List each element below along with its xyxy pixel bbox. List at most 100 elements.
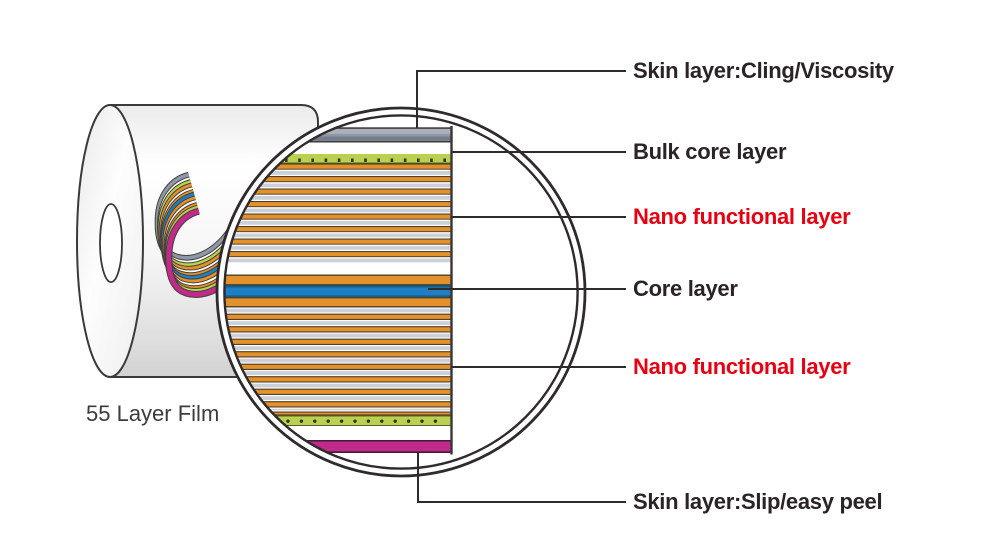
label-bulk-core: Bulk core layer [633, 139, 787, 164]
stripe-edge [223, 400, 452, 402]
green-tick [417, 158, 420, 162]
stripe-edge [223, 350, 452, 352]
stripe-edge [223, 244, 452, 246]
stripe-white [223, 426, 452, 440]
stripe-edge [223, 193, 452, 195]
stripe-fill [223, 415, 452, 426]
stripe-edge [223, 406, 452, 408]
stripe-fill [223, 338, 452, 345]
stripe-edge [223, 375, 452, 377]
stripe-fill [223, 382, 452, 389]
green-dot [259, 419, 263, 423]
stripe-blue [223, 285, 452, 297]
green-tick [351, 158, 354, 162]
stripe-fill [223, 345, 452, 352]
green-dot [366, 419, 371, 423]
stripe-fill [223, 376, 452, 383]
stripe-silver [223, 244, 452, 251]
stripe-fill [223, 226, 452, 233]
green-tick [311, 158, 314, 162]
magnifier [215, 106, 587, 478]
green-dot [380, 419, 384, 423]
stripe-fill [223, 274, 452, 286]
stripe-edge [223, 162, 452, 164]
stripe-silver [223, 345, 452, 352]
leader-lines [416, 70, 626, 503]
leader-line-skin-slip [417, 453, 626, 503]
stripe-edge [223, 194, 452, 196]
stripe-fill [223, 213, 452, 220]
green-dot [232, 419, 237, 423]
stripe-edge [223, 201, 452, 203]
stripe-orange [223, 338, 452, 345]
stripe-fill [223, 182, 452, 189]
stripe-fill [223, 440, 452, 453]
stripe-edge [223, 224, 452, 226]
green-dot [353, 419, 357, 423]
stripe-edge [223, 274, 452, 276]
stripe-orange [223, 176, 452, 183]
stripe-fill [223, 313, 452, 320]
stripe-edge [223, 338, 452, 340]
stripe-silver [223, 219, 452, 226]
stripe-edge [223, 237, 452, 239]
green-dot [326, 419, 330, 423]
stripe-orange [223, 351, 452, 358]
stripe-edge [223, 362, 452, 364]
green-tick [324, 158, 328, 162]
stripe-edge [223, 320, 452, 322]
magnifier-outer-ring [215, 106, 587, 478]
stripe-orange [223, 388, 452, 395]
stripe-edge [223, 251, 452, 253]
stripe-edge [223, 231, 452, 233]
stripe-edge [223, 188, 452, 190]
stripe-silver [223, 407, 452, 412]
stripe-edge [223, 414, 452, 416]
stripe-silver [223, 182, 452, 189]
stripe-edge [223, 256, 452, 258]
stripe-orange [223, 188, 452, 195]
stripe-fill [223, 320, 452, 327]
stripe-orange [223, 213, 452, 220]
stripe-edge [223, 219, 452, 221]
stripe-edge [223, 181, 452, 183]
stripe-fill [223, 232, 452, 239]
stripe-magenta [223, 440, 452, 453]
stripe-edge [223, 387, 452, 389]
stripe-edge [223, 325, 452, 327]
green-dot [406, 419, 411, 423]
leader-line-skin-cling [416, 70, 626, 128]
stripe-orange [223, 376, 452, 383]
green-dot [219, 419, 222, 422]
stripe-edge [223, 407, 452, 409]
stripe-silver [223, 382, 452, 389]
stripe-fill [223, 263, 452, 275]
stripe-fill [223, 395, 452, 402]
stripe-edge [223, 440, 452, 442]
stack-right-edge [450, 126, 453, 455]
stripe-fill [223, 351, 452, 358]
stripe-silver [223, 395, 452, 402]
stripe-fill [223, 297, 452, 308]
green-dot [393, 419, 397, 423]
stripe-edge [223, 212, 452, 214]
stripe-white [223, 263, 452, 275]
stripe-edge [223, 376, 452, 378]
stripe-fill [223, 188, 452, 195]
stripe-fill [223, 207, 452, 214]
green-tick [390, 158, 394, 162]
stripe-orange [223, 363, 452, 370]
stripe-orange [223, 226, 452, 233]
stripe-edge [223, 141, 452, 143]
stripe-edge [223, 318, 452, 320]
stripe-edge [223, 297, 452, 299]
label-skin-slip: Skin layer:Slip/easy peel [633, 489, 883, 514]
stripe-orange [223, 163, 452, 170]
green-tick [403, 158, 407, 162]
stripe-orange_thick [223, 274, 452, 286]
stripe-edge [223, 343, 452, 345]
stripe-edge [223, 136, 452, 141]
green-tick [298, 158, 301, 162]
stripe-edge [223, 163, 452, 165]
green-dot [246, 419, 250, 423]
